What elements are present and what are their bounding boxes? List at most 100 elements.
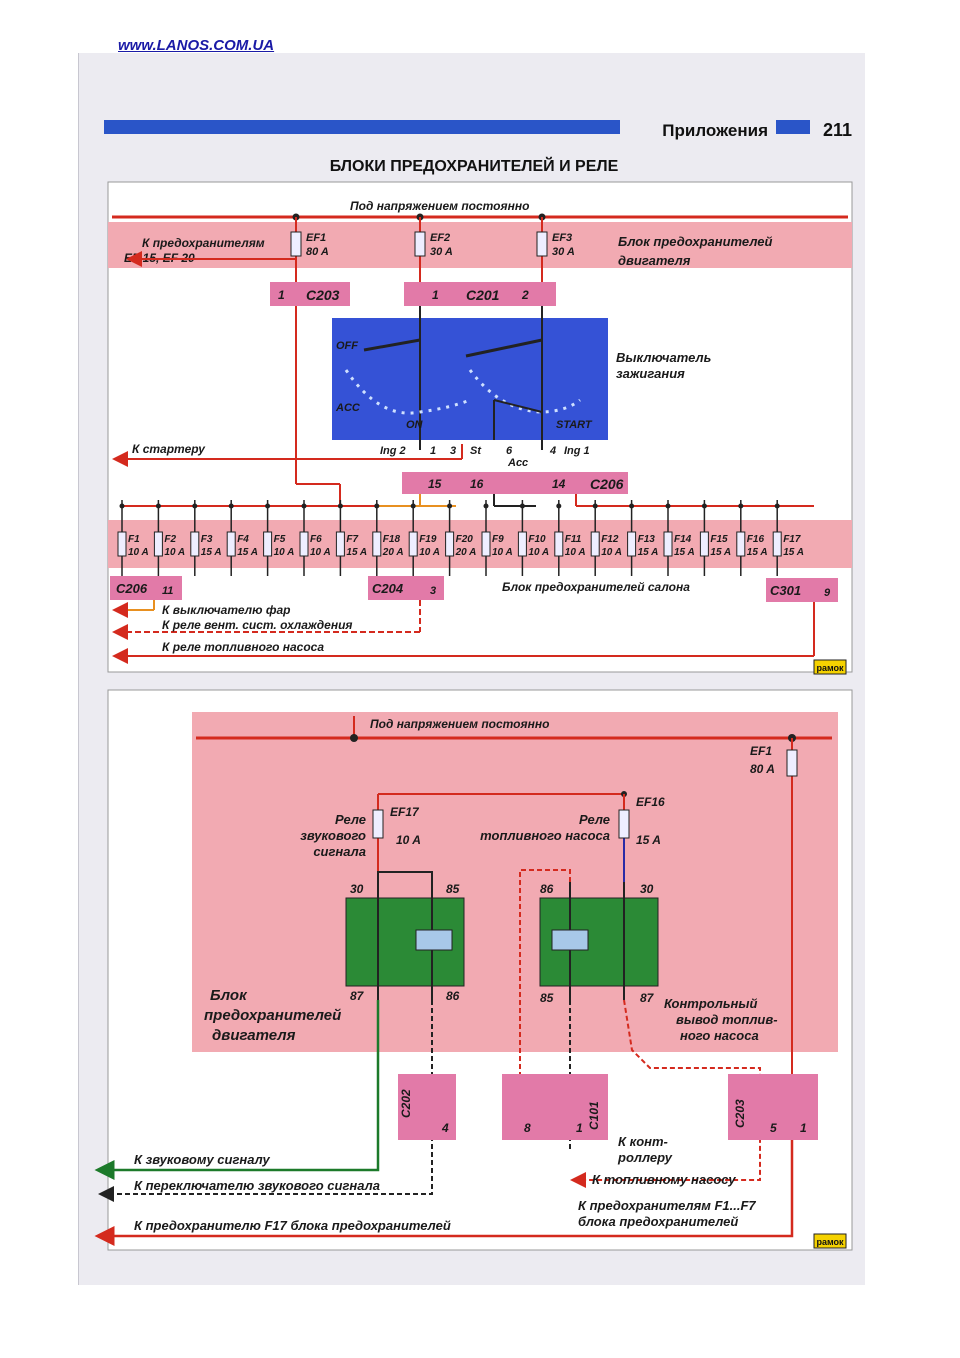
fuse-name-f10: F10	[528, 534, 546, 545]
to-fuel-relay-label: К реле топливного насоса	[162, 640, 324, 654]
c203b-pin-left: 5	[770, 1121, 777, 1135]
cabin-fuse-f5: F5 10 A	[263, 500, 295, 576]
fuse-ef1: EF1 80 A	[290, 217, 329, 290]
connector-c204	[368, 576, 444, 600]
c301-pin: 9	[824, 587, 831, 599]
pin-3: 3	[450, 445, 456, 457]
cabin-fuse-block-label: Блок предохранителей салона	[502, 580, 690, 594]
to-controller-label-1: К конт-	[618, 1134, 668, 1149]
ef1-name: EF1	[306, 232, 326, 244]
to-starter-label: К стартеру	[132, 442, 206, 456]
fuse-name-f5: F5	[274, 534, 286, 545]
switch-pos-acc: ACC	[335, 402, 361, 414]
permanent-power-label: Под напряжением постоянно	[350, 199, 529, 213]
to-f1-f7-label-2: блока предохранителей	[578, 1214, 738, 1229]
c206b-pin: 11	[162, 585, 173, 597]
fuse-name-f6: F6	[310, 534, 322, 545]
to-horn-label: К звуковому сигналу	[134, 1152, 271, 1167]
c101-pin-left: 8	[524, 1121, 531, 1135]
control-output-label-1: Контрольный	[664, 996, 757, 1011]
ef2-rating: 30 A	[430, 246, 453, 258]
fuse-rating-f3: 15 A	[201, 547, 222, 558]
ef16-name: EF16	[636, 795, 665, 809]
pin-6: 6	[506, 445, 513, 457]
fuel-relay-label-1: Реле	[579, 812, 610, 827]
cabin-fuse-f10: F10 10 A	[517, 500, 549, 576]
fuse-ef2: EF2 30 A	[414, 217, 453, 290]
logo-top-text: рамок	[816, 663, 844, 673]
switch-pos-start: START	[556, 419, 593, 431]
to-horn-switch-label: К переключателю звукового сигнала	[134, 1178, 380, 1193]
fuse-rating-f15: 15 A	[710, 547, 731, 558]
engine-fuse-block-label-2: предохранителей	[204, 1007, 341, 1024]
ef3-rating: 30 A	[552, 246, 575, 258]
cabin-fuse-f6: F6 10 A	[299, 500, 331, 576]
engine-fuse-block-label-3: двигателя	[212, 1027, 296, 1044]
c203b-pin-right: 1	[800, 1121, 807, 1135]
fuel-pin-85: 85	[540, 991, 554, 1005]
fuse-rating-f5: 10 A	[274, 547, 295, 558]
fuse-rating-f16: 15 A	[747, 547, 768, 558]
fuse-rating-f17: 15 A	[783, 547, 804, 558]
fuse-rating-f10: 10 A	[528, 547, 549, 558]
fuse-ef3: EF3 30 A	[536, 217, 575, 290]
pin-ing1: Ing 1	[564, 445, 590, 457]
fuse-name-f12: F12	[601, 534, 619, 545]
fuel-relay-label-2: топливного насоса	[480, 828, 610, 843]
to-headlights-label: К выключателю фар	[162, 603, 290, 617]
c206-pin16: 16	[470, 477, 484, 491]
switch-pos-on: ON	[406, 419, 424, 431]
site-link[interactable]: www.LANOS.COM.UA	[118, 37, 275, 54]
engine-fuse-block-band	[108, 222, 852, 268]
bottom-ef1-name: EF1	[750, 744, 772, 758]
c202-pin: 4	[441, 1121, 449, 1135]
section-title: Приложения	[662, 121, 768, 140]
ef1-rating: 80 A	[306, 246, 329, 258]
c204-name: C204	[372, 581, 404, 596]
fuse-rating-f11: 10 A	[565, 547, 586, 558]
fuse-name-f3: F3	[201, 534, 213, 545]
permanent-power-label-2: Под напряжением постоянно	[370, 717, 549, 731]
c201-pin-left: 1	[432, 288, 439, 302]
fuse-rating-f18: 20 A	[382, 547, 404, 558]
horn-relay-label-2: звукового	[300, 828, 366, 843]
fuse-rating-f14: 15 A	[674, 547, 695, 558]
cabin-fuse-f16: F16 15 A	[736, 500, 768, 576]
logo-bottom-text: рамок	[816, 1237, 844, 1247]
top-diagram: Под напряжением постоянно К предохраните…	[107, 181, 853, 675]
logo-bottom	[813, 1233, 847, 1249]
ef16-rating: 15 A	[636, 833, 661, 847]
fuse-name-f19: F19	[419, 534, 437, 545]
c201-name: C201	[466, 287, 500, 303]
pin-acc: Acc	[507, 457, 528, 469]
bottom-ef1-rating: 80 A	[750, 762, 775, 776]
fuse-rating-f4: 15 A	[237, 547, 258, 558]
fuse-name-f1: F1	[128, 534, 140, 545]
c201-pin-right: 2	[521, 288, 529, 302]
c101-name: C101	[587, 1101, 601, 1130]
connector-c101	[502, 1074, 608, 1140]
engine-fuse-block-label: Блок предохранителей	[618, 234, 772, 249]
c301-name: C301	[770, 583, 801, 598]
fuse-name-f7: F7	[346, 534, 358, 545]
page-title: БЛОКИ ПРЕДОХРАНИТЕЛЕЙ И РЕЛЕ	[330, 156, 619, 175]
fuse-name-f16: F16	[747, 534, 765, 545]
connector-c206	[402, 472, 628, 494]
pin-1: 1	[430, 445, 436, 457]
c206-pin14: 14	[552, 477, 566, 491]
ef17-name: EF17	[390, 805, 420, 819]
fuse-rating-f20: 20 A	[455, 547, 477, 558]
fuse-name-f13: F13	[638, 534, 656, 545]
c206-name: C206	[590, 476, 624, 492]
c206-pin15: 15	[428, 477, 442, 491]
fuse-rating-f6: 10 A	[310, 547, 331, 558]
to-fuses-ef15-ef20-label: К предохранителям	[142, 236, 265, 250]
